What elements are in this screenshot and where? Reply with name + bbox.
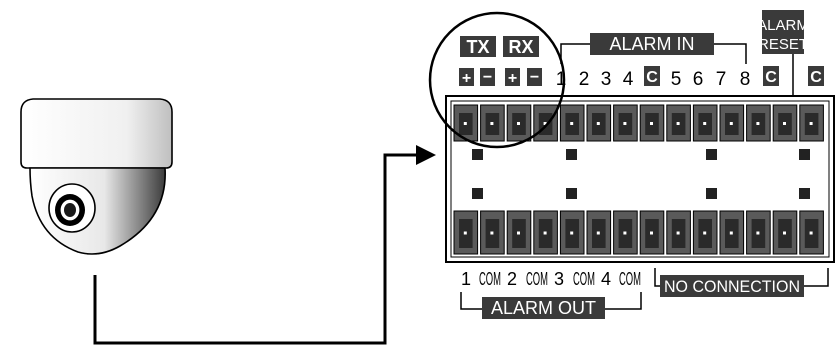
alarm-in-number: 7	[716, 69, 727, 90]
terminal-screw-icon	[783, 231, 786, 235]
terminal-block	[445, 95, 835, 263]
alarm-in-number: 1	[556, 69, 567, 90]
alarm-out-terminal-label: COM	[526, 269, 548, 289]
terminal-screw-icon	[463, 122, 467, 125]
connection-cable	[93, 145, 436, 345]
marker-square	[799, 149, 810, 160]
terminal-screw-icon	[783, 122, 786, 125]
terminal-screw-icon	[517, 122, 520, 125]
terminal-screw-icon	[676, 231, 680, 235]
terminal-screw-icon	[623, 231, 627, 235]
terminal-screw-icon	[756, 122, 760, 125]
top-terminal-row	[453, 104, 824, 142]
terminal-screw-icon	[543, 231, 547, 235]
terminal-screw-icon	[650, 231, 653, 235]
terminal-screw-icon	[703, 231, 707, 235]
terminal-screw-icon	[596, 122, 600, 125]
marker-square	[472, 188, 483, 199]
alarm-in-number: 2	[579, 69, 590, 90]
tx-minus-label: −	[483, 69, 492, 86]
alarm-reset-line1: ALARM	[757, 17, 809, 34]
marker-square	[799, 188, 810, 199]
terminal-screw-icon	[570, 231, 574, 235]
terminal-screw-icon	[729, 231, 733, 235]
rx-plus-label: +	[508, 70, 517, 87]
tx-plus-label: +	[462, 70, 471, 87]
alarm-out-terminal-label: COM	[619, 269, 641, 289]
terminal-screw-icon	[490, 231, 494, 235]
rx-minus-label: −	[530, 69, 539, 86]
arrow-head-icon	[416, 145, 436, 165]
alarm-out-terminal-label: 4	[601, 269, 611, 289]
marker-square	[472, 149, 483, 160]
alarm-out-terminal-label: 2	[507, 269, 517, 289]
alarm-out-labels: 1 COM 2 COM 3 COM 4 COM ALARM OUT	[460, 269, 642, 319]
alarm-in-number: 5	[671, 69, 682, 90]
alarm-in-number: 6	[693, 69, 704, 90]
alarm-reset-common-label: C	[810, 69, 822, 86]
terminal-screw-icon	[729, 122, 733, 125]
alarm-in-common-label: C	[765, 69, 777, 86]
no-connection-labels: NO CONNECTION	[654, 268, 829, 297]
alarm-out-title: ALARM OUT	[491, 298, 596, 318]
terminal-screw-icon	[703, 122, 707, 125]
no-connection-title: NO CONNECTION	[664, 277, 800, 296]
alarm-in-labels: ALARM IN 1 2 3 4 C 5 6 7 8 C	[556, 33, 779, 90]
alarm-in-number: 8	[740, 69, 751, 90]
highlight-circle	[428, 11, 566, 149]
tx-rx-labels: TX RX + − + −	[428, 11, 566, 149]
alarm-out-terminal-label: 1	[461, 269, 471, 289]
terminal-screw-icon	[756, 231, 760, 235]
dome-camera-icon	[20, 98, 173, 255]
alarm-in-number: 3	[601, 69, 612, 90]
terminal-screw-icon	[809, 122, 813, 125]
marker-square	[566, 149, 577, 160]
marker-square	[566, 188, 577, 199]
alarm-in-number: 4	[623, 69, 634, 90]
terminal-screw-icon	[676, 122, 680, 125]
terminal-screw-icon	[517, 231, 520, 235]
alarm-in-common-label: C	[646, 69, 658, 86]
terminal-screw-icon	[596, 231, 600, 235]
alarm-out-terminal-label: COM	[479, 269, 501, 289]
terminal-screw-icon	[490, 122, 494, 125]
rx-label: RX	[508, 37, 533, 57]
terminal-screw-icon	[623, 122, 627, 125]
terminal-screw-icon	[570, 122, 574, 125]
marker-square	[706, 188, 717, 199]
alarm-reset-line2: RESET	[758, 36, 808, 53]
alarm-reset-labels: ALARM RESET C	[757, 10, 824, 96]
tx-label: TX	[466, 37, 489, 57]
terminal-screw-icon	[650, 122, 653, 125]
alarm-out-terminal-label: COM	[573, 269, 595, 289]
marker-square	[706, 149, 717, 160]
alarm-out-terminal-label: 3	[554, 269, 564, 289]
terminal-screw-icon	[809, 231, 813, 235]
terminal-screw-icon	[463, 231, 467, 235]
terminal-screw-icon	[543, 122, 547, 125]
alarm-in-title: ALARM IN	[609, 34, 694, 54]
bottom-terminal-row	[453, 210, 824, 255]
